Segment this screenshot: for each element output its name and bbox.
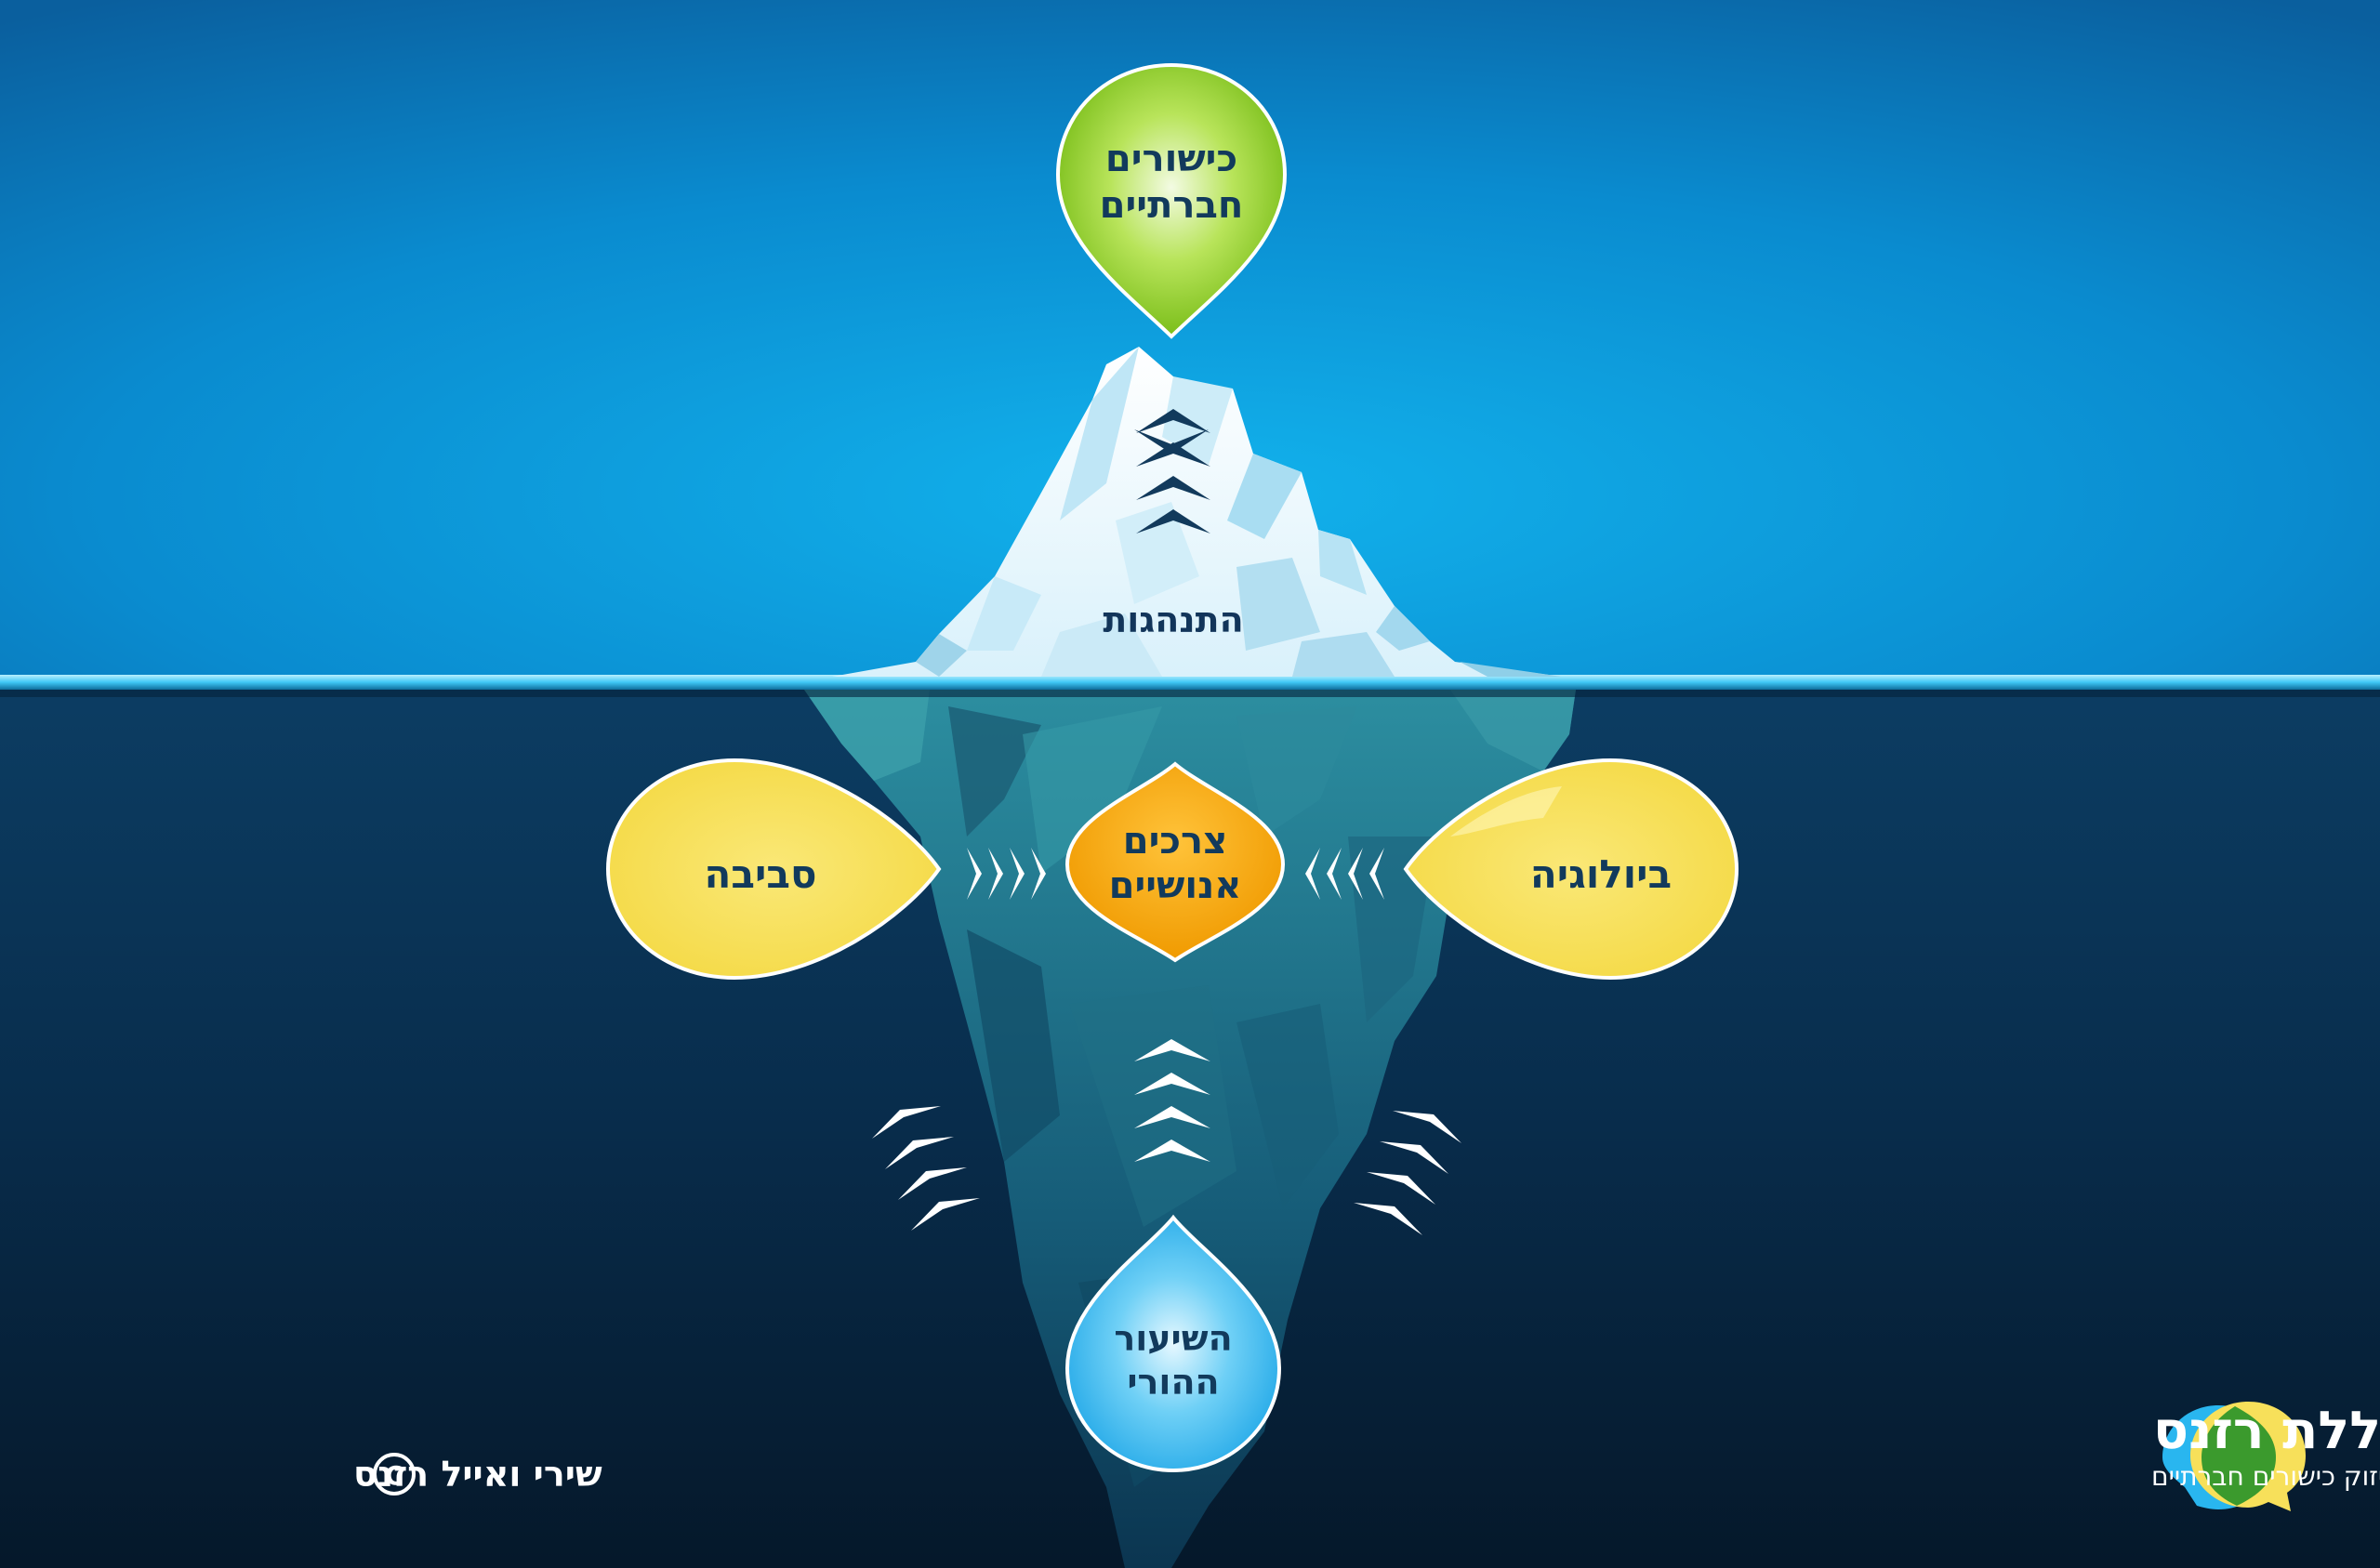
copyright-icon — [373, 1453, 416, 1496]
chevron-left-icon — [1305, 848, 1320, 900]
chevron-up-icon — [1136, 509, 1210, 534]
chevron-diagonal-icon — [898, 1167, 967, 1200]
copyright-text: שירי ואייל רזנס — [353, 1454, 602, 1495]
chevron-diagonal-icon — [1354, 1203, 1422, 1235]
iceberg-tip — [832, 347, 1562, 677]
chevron-up-icon — [1134, 1140, 1210, 1162]
chevron-right-icon — [1010, 848, 1025, 900]
up-chevrons-tip — [1134, 409, 1210, 534]
biology-bubble: ביולוגיה — [1403, 758, 1739, 981]
chevron-left-icon — [1327, 848, 1342, 900]
iceberg-tip-label: התנהגות — [1103, 600, 1243, 640]
copyright-c: C — [385, 1460, 404, 1491]
parenting-lesson-line1: השיעור — [1114, 1318, 1232, 1359]
chevron-up-icon — [1134, 1073, 1210, 1095]
chevron-right-icon — [967, 848, 982, 900]
chevron-diagonal-icon — [1393, 1111, 1461, 1143]
human-needs-bubble: צרכים אנושיים — [1064, 761, 1286, 963]
up-chevrons-underwater — [1134, 1039, 1210, 1162]
left-chevrons-right — [1305, 848, 1384, 900]
human-needs-line1: צרכים — [1123, 820, 1227, 863]
chevron-diagonal-icon — [885, 1137, 954, 1169]
chevron-diagonal-icon — [872, 1106, 941, 1139]
brand-logo: מכללת רזנס לחיזוק כישורים חברתיים — [2151, 1401, 2380, 1511]
biology-label: ביולוגיה — [1530, 851, 1672, 897]
diagonal-chevrons-left — [872, 1106, 980, 1231]
speech-bubbles-icon — [2162, 1402, 2306, 1511]
diagonal-chevrons-right — [1354, 1111, 1461, 1235]
social-skills-bubble: כישורים חברתיים — [1055, 62, 1288, 339]
social-skills-line2: חברתיים — [1100, 184, 1244, 227]
social-skills-line1: כישורים — [1105, 138, 1237, 180]
chevron-right-icon — [988, 848, 1003, 900]
chevron-up-icon — [1134, 1039, 1210, 1061]
parenting-lesson-line2: ההורי — [1127, 1362, 1219, 1403]
chevron-diagonal-icon — [1380, 1141, 1448, 1174]
parenting-lesson-bubble: השיעור ההורי — [1064, 1214, 1282, 1473]
brand-tagline: לחיזוק כישורים חברתיים — [2151, 1461, 2380, 1492]
copyright: © C שירי ואייל רזנס — [353, 1453, 602, 1496]
chevron-up-icon — [1136, 409, 1210, 433]
chevron-diagonal-icon — [1367, 1172, 1435, 1205]
environment-bubble: סביבה — [605, 758, 942, 981]
human-needs-line2: אנושיים — [1109, 864, 1242, 907]
iceberg-underwater — [804, 690, 1576, 1568]
chevron-up-icon — [1134, 1106, 1210, 1128]
environment-label: סביבה — [705, 851, 817, 897]
chevron-diagonal-icon — [911, 1198, 980, 1231]
right-chevrons-left — [967, 848, 1046, 900]
chevron-left-icon — [1369, 848, 1384, 900]
chevron-up-icon — [1136, 476, 1210, 500]
chevron-left-icon — [1348, 848, 1363, 900]
brand-name: מכללת רזנס — [2153, 1401, 2380, 1461]
chevron-right-icon — [1031, 848, 1046, 900]
chevron-up-icon — [1136, 442, 1210, 467]
waterline — [0, 675, 2380, 690]
